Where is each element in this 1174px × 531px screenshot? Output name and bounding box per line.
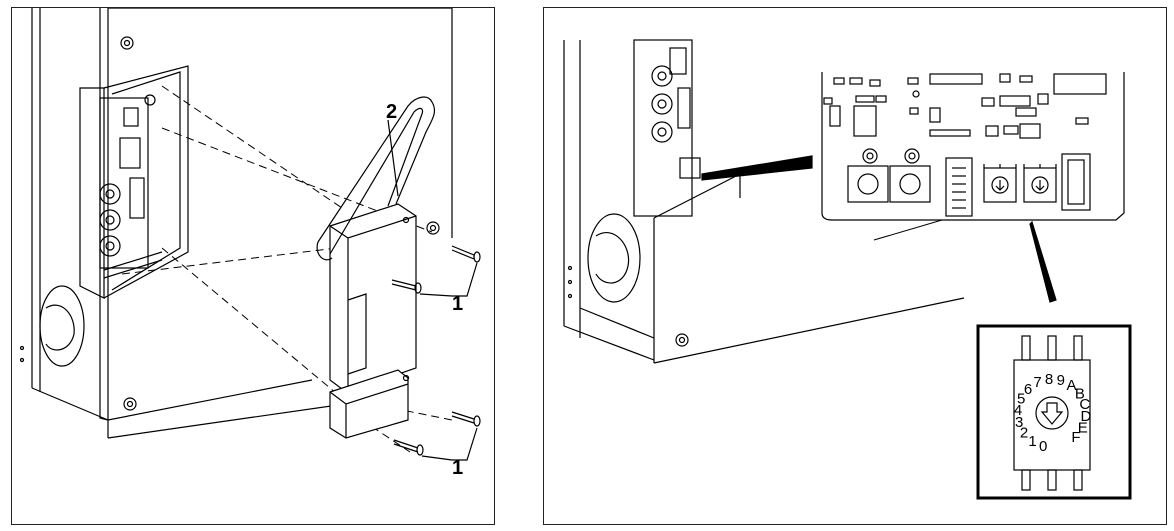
cover-part <box>316 96 436 439</box>
mounting-drawing: 1 2 1 <box>19 8 481 479</box>
rotary-switch-zoom <box>976 324 1132 500</box>
dial-position-label: C <box>1079 396 1090 413</box>
callout-cover: 2 <box>386 101 397 123</box>
dial-position-label: 9 <box>1057 372 1065 389</box>
dial-position-label: 7 <box>1033 374 1041 391</box>
dial-position-label: A <box>1066 377 1076 394</box>
internal-board <box>99 94 163 279</box>
pcb-detail <box>821 72 1125 221</box>
dial-position-label: 0 <box>1039 438 1047 455</box>
screw-icon <box>391 245 481 456</box>
dial-position-label: 3 <box>1015 414 1023 431</box>
dial-position-label: 6 <box>1024 381 1032 398</box>
dial-position-label: F <box>1071 429 1080 446</box>
callout-screws-upper: 1 <box>452 293 463 315</box>
zoom-pointer <box>701 155 813 181</box>
device-housing <box>563 39 965 364</box>
dial-position-label: D <box>1080 408 1091 425</box>
mounting-illustration-panel: 1 2 1 <box>11 7 495 525</box>
callout-leaders <box>387 119 478 461</box>
callout-screws-lower: 1 <box>452 457 463 479</box>
switch-zoom-pointer <box>1029 220 1057 303</box>
dial-position-label: 1 <box>1028 433 1036 450</box>
dial-position-label: B <box>1075 386 1085 403</box>
dial-position-label: 5 <box>1017 391 1025 408</box>
dial-position-label: 2 <box>1020 425 1028 442</box>
device-housing <box>19 8 453 439</box>
dial-position-label: E <box>1078 419 1088 436</box>
arrow-icon <box>1035 396 1069 430</box>
dial-position-label: 8 <box>1045 371 1053 388</box>
dial-position-label: 4 <box>1014 402 1022 419</box>
